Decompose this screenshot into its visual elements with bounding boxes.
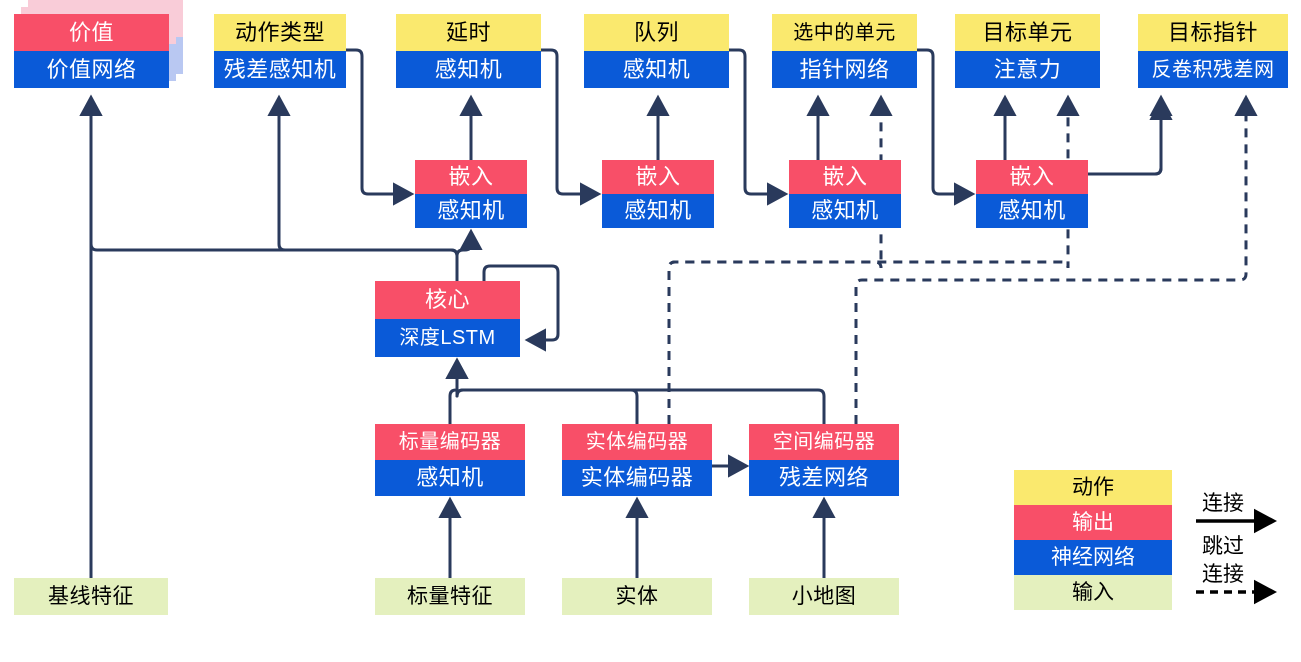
node-delay-top-label: 延时 bbox=[396, 14, 541, 51]
node-selected_units[interactable]: 选中的单元指针网络 bbox=[772, 14, 917, 88]
node-queued[interactable]: 队列感知机 bbox=[584, 14, 729, 88]
node-entity_enc[interactable]: 实体编码器实体编码器 bbox=[562, 424, 712, 496]
legend-swatch-input: 输入 bbox=[1014, 575, 1172, 610]
node-queued-bottom-label: 感知机 bbox=[584, 51, 729, 88]
legend-swatch-action: 动作 bbox=[1014, 470, 1172, 505]
node-embed_queued-bottom-label: 感知机 bbox=[602, 194, 714, 228]
wire-spatial-encoder-to-core bbox=[445, 357, 826, 424]
node-spatial_enc-top-label: 空间编码器 bbox=[749, 424, 899, 460]
node-target_point-bottom-label: 反卷积残差网 bbox=[1138, 51, 1288, 88]
skip-spatial-encoder-to-target-point bbox=[854, 94, 1258, 424]
wire-queued-to-embed-selected bbox=[729, 48, 789, 206]
solid-connections-extra bbox=[1088, 98, 1173, 176]
node-target_unit[interactable]: 目标单元注意力 bbox=[955, 14, 1100, 88]
wire-delay-to-embed-queued bbox=[541, 48, 602, 206]
node-core-top-label: 核心 bbox=[375, 281, 520, 319]
legend-skip-label-line2: 连接 bbox=[1202, 562, 1244, 586]
node-action_type[interactable]: 动作类型残差感知机 bbox=[214, 14, 346, 88]
node-embed_selected[interactable]: 嵌入感知机 bbox=[789, 160, 901, 228]
node-target_point-top-label: 目标指针 bbox=[1138, 14, 1288, 51]
skip-entity-encoder-to-selected-units bbox=[667, 94, 893, 424]
wire-embed-target-to-target-point-dup bbox=[1088, 98, 1173, 176]
node-scalar_enc[interactable]: 标量编码器感知机 bbox=[375, 424, 525, 496]
wire-action-type-to-embed-delay bbox=[346, 48, 415, 206]
node-embed_delay[interactable]: 嵌入感知机 bbox=[415, 160, 527, 228]
node-embed_queued-top-label: 嵌入 bbox=[602, 160, 714, 194]
wire-selected-units-to-embed-target bbox=[917, 48, 976, 206]
node-queued-top-label: 队列 bbox=[584, 14, 729, 51]
wire-embed-target-to-target-point bbox=[1088, 94, 1173, 176]
solid-connections bbox=[79, 48, 1173, 578]
node-value-top-label: 价值 bbox=[14, 14, 169, 51]
node-entity_enc-bottom-label: 实体编码器 bbox=[562, 460, 712, 496]
node-scalar_enc-top-label: 标量编码器 bbox=[375, 424, 525, 460]
node-core[interactable]: 核心深度LSTM bbox=[375, 281, 520, 357]
legend-swatch-output: 输出 bbox=[1014, 505, 1172, 540]
node-selected_units-bottom-label: 指针网络 bbox=[772, 51, 917, 88]
node-embed_target-bottom-label: 感知机 bbox=[976, 194, 1088, 228]
input-node-scalar_features[interactable]: 标量特征 bbox=[375, 578, 525, 615]
legend-skip-label-line1: 跳过 bbox=[1202, 534, 1244, 558]
legend-swatch-network: 神经网络 bbox=[1014, 540, 1172, 575]
node-embed_selected-bottom-label: 感知机 bbox=[789, 194, 901, 228]
skip-connections bbox=[667, 94, 1258, 424]
node-action_type-bottom-label: 残差感知机 bbox=[214, 51, 346, 88]
node-value[interactable]: 价值价值网络 bbox=[14, 14, 169, 88]
legend-connection-label: 连接 bbox=[1202, 491, 1244, 515]
node-value-bottom-label: 价值网络 bbox=[14, 51, 169, 88]
node-spatial_enc-bottom-label: 残差网络 bbox=[749, 460, 899, 496]
skip-entity-encoder-to-target-unit bbox=[667, 94, 1080, 424]
node-core-bottom-label: 深度LSTM bbox=[375, 319, 520, 357]
wire-entity-encoder-to-core bbox=[445, 357, 639, 424]
wire-scalar-encoder-to-core bbox=[445, 357, 469, 424]
node-embed_delay-bottom-label: 感知机 bbox=[415, 194, 527, 228]
input-node-baseline_features[interactable]: 基线特征 bbox=[14, 578, 168, 615]
wire-core-recurrent-loop bbox=[482, 264, 560, 352]
node-target_unit-top-label: 目标单元 bbox=[955, 14, 1100, 51]
input-node-minimap[interactable]: 小地图 bbox=[749, 578, 899, 615]
node-embed_selected-top-label: 嵌入 bbox=[789, 160, 901, 194]
node-embed_delay-top-label: 嵌入 bbox=[415, 160, 527, 194]
node-scalar_enc-bottom-label: 感知机 bbox=[375, 460, 525, 496]
node-embed_queued[interactable]: 嵌入感知机 bbox=[602, 160, 714, 228]
node-embed_target[interactable]: 嵌入感知机 bbox=[976, 160, 1088, 228]
node-entity_enc-top-label: 实体编码器 bbox=[562, 424, 712, 460]
wire-core-to-embed-delay bbox=[455, 228, 483, 281]
node-spatial_enc[interactable]: 空间编码器残差网络 bbox=[749, 424, 899, 496]
input-node-entities[interactable]: 实体 bbox=[562, 578, 712, 615]
node-delay[interactable]: 延时感知机 bbox=[396, 14, 541, 88]
node-action_type-top-label: 动作类型 bbox=[214, 14, 346, 51]
node-embed_target-top-label: 嵌入 bbox=[976, 160, 1088, 194]
node-target_point[interactable]: 目标指针反卷积残差网 bbox=[1138, 14, 1288, 88]
wire-core-to-value-net bbox=[79, 94, 459, 281]
node-selected_units-top-label: 选中的单元 bbox=[772, 14, 917, 51]
node-target_unit-bottom-label: 注意力 bbox=[955, 51, 1100, 88]
node-delay-bottom-label: 感知机 bbox=[396, 51, 541, 88]
legend-arrows bbox=[1196, 508, 1278, 605]
